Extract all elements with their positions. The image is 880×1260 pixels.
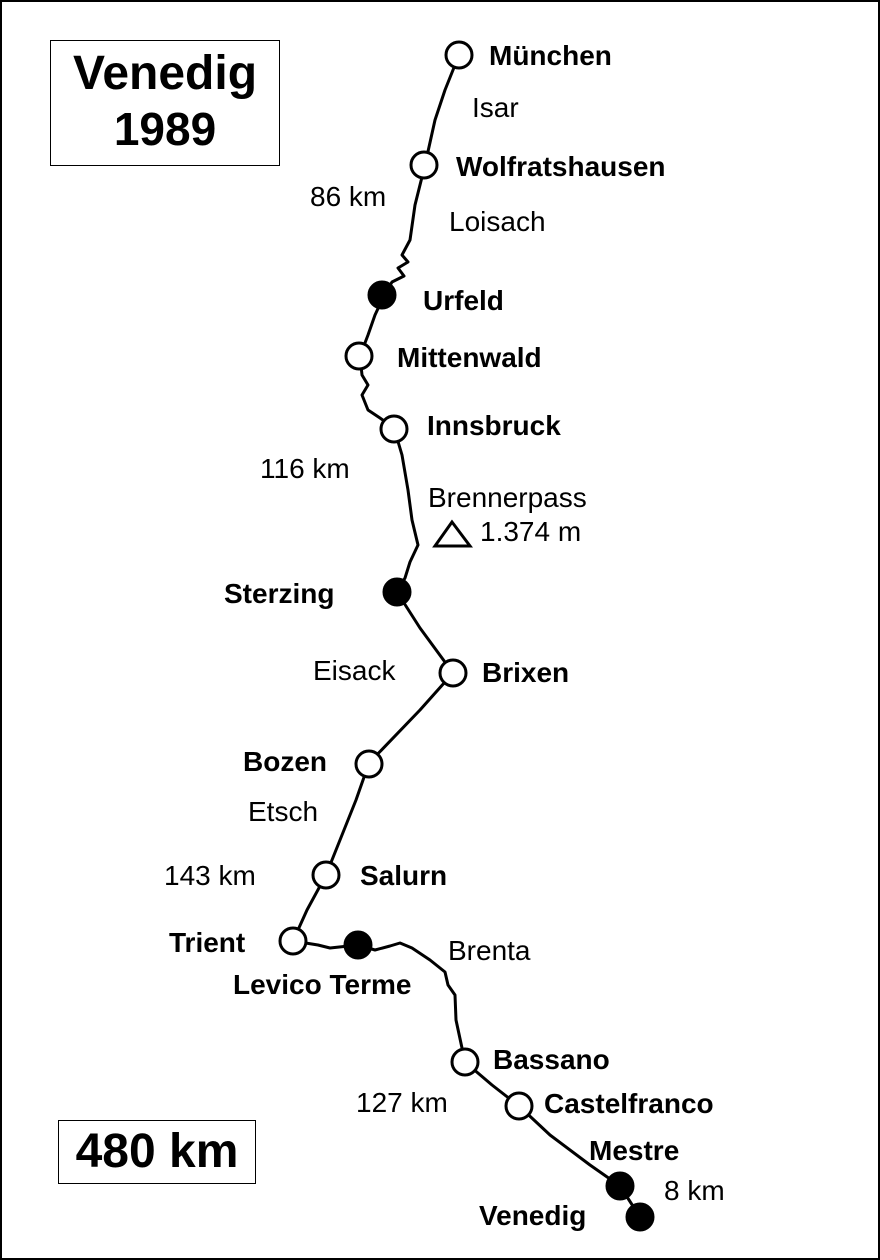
stop-label-trient: Trient [169, 927, 246, 958]
stop-marker-wolfratshausen [409, 150, 439, 180]
stop-label-sterzing: Sterzing [224, 578, 335, 609]
stop-marker-innsbruck [379, 414, 409, 444]
stop-label-muenchen: München [489, 40, 612, 71]
stop-marker-m-nchen [444, 40, 474, 70]
stop-label-urfeld: Urfeld [423, 285, 504, 316]
stop-label-castelfranco: Castelfranco [544, 1088, 714, 1119]
stage-distance-label: 86 km [310, 181, 387, 212]
stop-marker-mittenwald [344, 341, 374, 371]
stop-label-bozen: Bozen [243, 746, 327, 777]
stop-marker-castelfranco [504, 1091, 534, 1121]
river-label-brenta: Brenta [448, 935, 531, 966]
river-label-isar: Isar [472, 92, 519, 123]
stop-marker-brixen [438, 658, 468, 688]
map-title: Venedig [72, 47, 258, 100]
title-box: Venedig 1989 [50, 40, 280, 166]
stop-marker-venedig [625, 1202, 655, 1232]
stop-label-levico-terme: Levico Terme [233, 969, 412, 1000]
stop-marker-levico-terme [343, 930, 373, 960]
river-label-loisach: Loisach [449, 206, 546, 237]
stage-distance-label: 127 km [356, 1087, 448, 1118]
stop-marker-salurn [311, 860, 341, 890]
stop-label-mestre: Mestre [589, 1135, 680, 1166]
stop-label-brixen: Brixen [482, 657, 570, 688]
river-label-etsch: Etsch [248, 796, 319, 827]
stop-markers [278, 40, 655, 1232]
stop-label-salurn: Salurn [360, 860, 448, 891]
stop-label-venedig: Venedig [479, 1200, 587, 1231]
stop-marker-bassano [450, 1047, 480, 1077]
stop-marker-sterzing [382, 577, 412, 607]
total-distance-box: 480 km [58, 1120, 256, 1184]
stop-marker-mestre [605, 1171, 635, 1201]
stage-distance-label: 116 km [260, 453, 350, 484]
stop-label-mittenwald: Mittenwald [397, 342, 542, 373]
map-year: 1989 [113, 103, 217, 155]
pass-name-label: Brennerpass [428, 482, 587, 513]
stop-label-innsbruck: Innsbruck [427, 410, 561, 441]
stage-distance-label: 143 km [164, 860, 256, 891]
stage-distance-label: 8 km [664, 1175, 725, 1206]
stop-marker-bozen [354, 749, 384, 779]
stop-label-wolfratshausen: Wolfratshausen [456, 151, 666, 182]
pass-elevation-label: 1.374 m [480, 516, 582, 547]
stop-marker-trient [278, 926, 308, 956]
stop-label-bassano: Bassano [493, 1044, 610, 1075]
stop-marker-urfeld [367, 280, 397, 310]
mountain-pass-triangle-icon [432, 519, 473, 548]
river-label-eisack: Eisack [313, 655, 396, 686]
